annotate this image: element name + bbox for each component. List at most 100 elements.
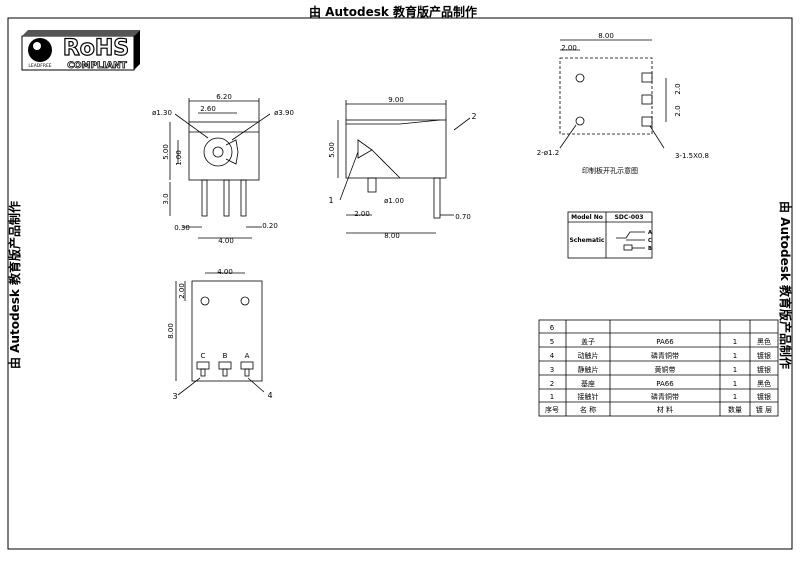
pcb-slots-label: 3-1.5X0.8 bbox=[675, 152, 709, 160]
schematic-label: Schematic bbox=[569, 237, 604, 244]
bom-row-1-finish: 镀银 bbox=[757, 392, 771, 401]
center-pin-hole bbox=[212, 146, 224, 158]
dim-front-pin-length: 3.0 bbox=[162, 193, 170, 204]
dim-pcb-v1: 2.0 bbox=[674, 83, 682, 94]
bom-row-1-name: 接触针 bbox=[578, 392, 599, 401]
pcb-hole-top bbox=[575, 73, 585, 83]
bom-row-1-qty: 1 bbox=[733, 393, 737, 401]
bom-header-no: 序号 bbox=[545, 405, 559, 414]
terminal-a: A bbox=[648, 230, 652, 236]
socket-outer-ring bbox=[203, 137, 233, 167]
model-label: Model No bbox=[571, 214, 603, 221]
side-view bbox=[337, 100, 471, 234]
callout-4: 4 bbox=[267, 391, 272, 400]
bottom-view-dims: 4.00 2.00 8.00 C B A 3 4 bbox=[167, 268, 273, 401]
bom-row-4-material: 磷青铜带 bbox=[651, 351, 679, 360]
bom-header-finish: 镀 层 bbox=[756, 405, 772, 414]
bom-header-name: 名 称 bbox=[580, 405, 596, 414]
bom-row-3-no: 3 bbox=[550, 366, 554, 374]
bom-table bbox=[538, 319, 779, 417]
pcb-layout-view bbox=[559, 39, 667, 149]
dim-front-bottom: 4.00 bbox=[218, 237, 234, 245]
pin-label-b: B bbox=[223, 352, 228, 360]
bom-row-5-material: PA66 bbox=[656, 338, 674, 346]
bom-row-4-qty: 1 bbox=[733, 352, 737, 360]
front-view bbox=[169, 98, 271, 239]
dim-front-hole-spacing: 2.60 bbox=[200, 105, 216, 113]
dim-side-pin-dia: ø1.00 bbox=[384, 197, 404, 205]
side-body bbox=[345, 119, 447, 179]
watermark-right: 由 Autodesk 教育版产品制作 bbox=[778, 201, 793, 369]
bom-row-3-name: 静触片 bbox=[578, 365, 599, 374]
bom-header-qty: 数量 bbox=[728, 405, 742, 414]
model-value: SDC-003 bbox=[615, 214, 644, 221]
bom-row-1-material: 磷青铜带 bbox=[651, 392, 679, 401]
rohs-title: RoHS bbox=[63, 36, 129, 61]
bom-row-4-no: 4 bbox=[550, 352, 555, 360]
bom-row-2-qty: 1 bbox=[733, 380, 737, 388]
bom-row-2-finish: 黑色 bbox=[757, 379, 771, 388]
dim-pcb-offset: 2.00 bbox=[561, 44, 577, 52]
pcb-holes-label: 2-ø1.2 bbox=[537, 149, 559, 157]
terminal-b: B bbox=[648, 246, 652, 252]
bom-table-text: 6 5 盖子 PA66 1 黑色 4 动触片 磷青铜带 1 镀银 3 静触片 黄… bbox=[545, 324, 772, 414]
bom-row-4-name: 动触片 bbox=[578, 351, 599, 360]
pcb-caption: 印制板开孔示意图 bbox=[582, 166, 638, 175]
bom-row-6-no: 6 bbox=[550, 324, 555, 332]
bottom-hole-left bbox=[200, 296, 210, 306]
bom-row-5-finish: 黑色 bbox=[757, 337, 771, 346]
bom-row-5-name: 盖子 bbox=[581, 337, 595, 346]
dim-front-pin-w1: 0.30 bbox=[174, 224, 190, 232]
dim-front-height: 5.00 bbox=[162, 144, 170, 160]
dim-front-hole-small: ø1.30 bbox=[152, 109, 172, 117]
bom-row-5-no: 5 bbox=[550, 338, 554, 346]
dim-pcb-width: 8.00 bbox=[598, 32, 614, 40]
bom-row-2-material: PA66 bbox=[656, 380, 674, 388]
callout-2: 2 bbox=[471, 112, 476, 121]
contact-spring bbox=[225, 139, 239, 165]
terminal-c: C bbox=[648, 238, 652, 244]
pin-label-a: A bbox=[245, 352, 250, 360]
side-view-dims: 9.00 5.00 2.00 ø1.00 0.70 8.00 1 2 bbox=[328, 96, 477, 240]
callout-1: 1 bbox=[328, 196, 333, 205]
front-view-dims: 6.20 2.60 ø1.30 ø3.90 5.00 1.00 3.0 0.30… bbox=[152, 93, 294, 245]
bom-row-3-finish: 镀银 bbox=[757, 365, 771, 374]
bottom-view bbox=[175, 272, 265, 396]
dim-pcb-v2: 2.0 bbox=[674, 105, 682, 116]
dim-bottom-offset: 2.00 bbox=[178, 283, 186, 299]
pcb-layout-dims: 8.00 2.00 2.0 2.0 2-ø1.2 3-1.5X0.8 印制板开孔… bbox=[537, 32, 709, 175]
pcb-hole-bottom bbox=[575, 116, 585, 126]
leadfree-badge-icon bbox=[28, 38, 52, 62]
pin-label-c: C bbox=[201, 352, 206, 360]
bottom-body bbox=[191, 280, 263, 382]
model-box-text: Model No SDC-003 Schematic A C B bbox=[569, 214, 652, 252]
bom-row-4-finish: 镀银 bbox=[757, 351, 771, 360]
dim-front-width: 6.20 bbox=[216, 93, 232, 101]
dim-side-pin-w: 0.70 bbox=[455, 213, 471, 221]
dim-bottom-height: 8.00 bbox=[167, 323, 175, 339]
bom-row-5-qty: 1 bbox=[733, 338, 737, 346]
dim-side-length: 9.00 bbox=[388, 96, 404, 104]
dim-front-center: 1.00 bbox=[175, 150, 183, 166]
schematic-switch-icon bbox=[616, 231, 645, 239]
rohs-logo: LEADFREE RoHS COMPLIANT bbox=[21, 30, 140, 71]
bom-row-3-qty: 1 bbox=[733, 366, 737, 374]
dim-side-pin-offset: 2.00 bbox=[354, 210, 370, 218]
watermark-top: 由 Autodesk 教育版产品制作 bbox=[309, 4, 477, 19]
sheet-border bbox=[7, 17, 793, 550]
side-contact bbox=[357, 139, 373, 159]
bom-row-3-material: 黄铜带 bbox=[655, 365, 676, 374]
callout-3: 3 bbox=[172, 392, 177, 401]
rohs-compliant: COMPLIANT bbox=[67, 61, 127, 71]
front-body bbox=[188, 121, 260, 181]
bottom-hole-right bbox=[240, 296, 250, 306]
bom-row-1-no: 1 bbox=[550, 393, 554, 401]
bom-row-2-name: 基座 bbox=[581, 379, 595, 388]
dim-bottom-top: 4.00 bbox=[217, 268, 233, 276]
pcb-outline bbox=[559, 57, 653, 135]
dim-side-height: 5.00 bbox=[328, 142, 336, 158]
dim-side-base: 8.00 bbox=[384, 232, 400, 240]
model-box bbox=[567, 211, 653, 259]
bom-row-2-no: 2 bbox=[550, 380, 554, 388]
